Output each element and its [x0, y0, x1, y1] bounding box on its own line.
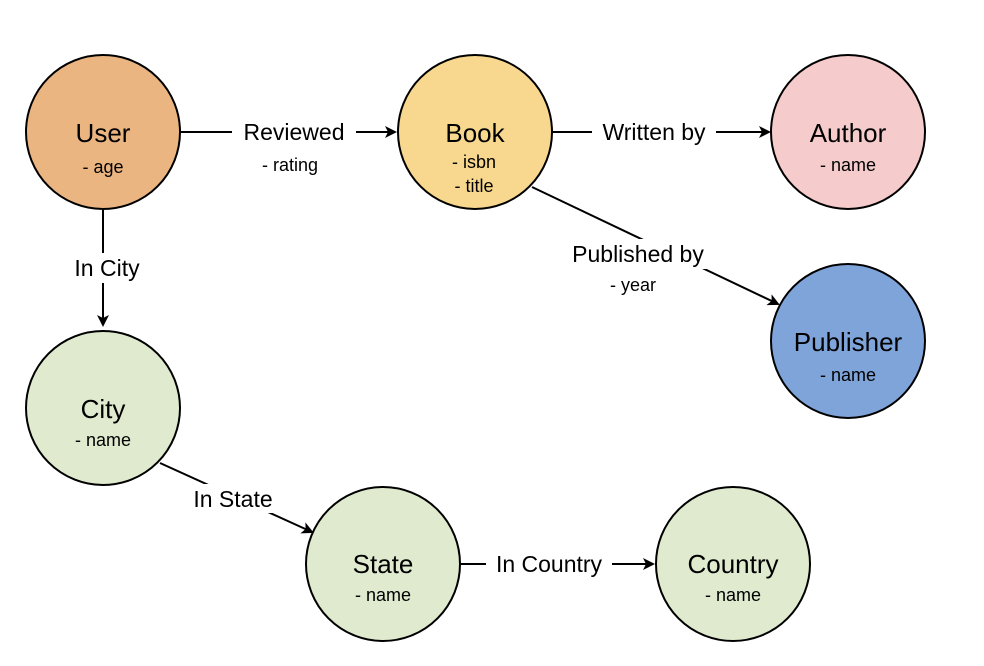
node-country-title: Country	[687, 549, 778, 579]
node-city: City - name	[25, 330, 181, 486]
edge-in-city-label: In City	[74, 255, 140, 281]
node-publisher-circle	[770, 263, 926, 419]
node-book-prop-title: - title	[454, 176, 493, 196]
node-user-circle	[25, 54, 181, 210]
node-state-prop: - name	[355, 585, 411, 605]
node-city-title: City	[81, 394, 126, 424]
edge-in-state-label: In State	[193, 486, 272, 512]
node-user: User - age	[25, 54, 181, 210]
node-author-circle	[770, 54, 926, 210]
node-country-prop: - name	[705, 585, 761, 605]
edge-reviewed-label: Reviewed	[244, 119, 345, 145]
node-city-circle	[25, 330, 181, 486]
node-state: State - name	[305, 486, 461, 642]
edge-published-by-prop: - year	[610, 275, 656, 295]
edge-in-country-label: In Country	[496, 551, 603, 577]
edge-published-by-label: Published by	[572, 241, 704, 267]
node-book-circle	[397, 54, 553, 210]
edge-in-state: In State	[159, 462, 314, 534]
node-book-title: Book	[445, 118, 505, 148]
node-publisher-prop: - name	[820, 365, 876, 385]
node-book-prop-isbn: - isbn	[452, 152, 496, 172]
node-country-circle	[655, 486, 811, 642]
edge-reviewed: Reviewed - rating	[181, 118, 397, 175]
node-book: Book - isbn - title	[397, 54, 553, 210]
edge-in-city: In City	[64, 210, 150, 327]
node-city-prop: - name	[75, 430, 131, 450]
node-state-title: State	[353, 549, 414, 579]
node-country: Country - name	[655, 486, 811, 642]
node-state-circle	[305, 486, 461, 642]
node-user-prop: - age	[82, 157, 123, 177]
edge-written-by: Written by	[553, 118, 771, 146]
node-author-title: Author	[810, 118, 887, 148]
edge-in-country: In Country	[461, 550, 655, 578]
node-user-title: User	[76, 118, 131, 148]
node-author: Author - name	[770, 54, 926, 210]
edge-written-by-label: Written by	[602, 119, 706, 145]
edge-reviewed-prop: - rating	[262, 155, 318, 175]
node-publisher: Publisher - name	[770, 263, 926, 419]
node-publisher-title: Publisher	[794, 327, 903, 357]
edge-published-by: Published by - year	[531, 186, 780, 306]
node-author-prop: - name	[820, 155, 876, 175]
